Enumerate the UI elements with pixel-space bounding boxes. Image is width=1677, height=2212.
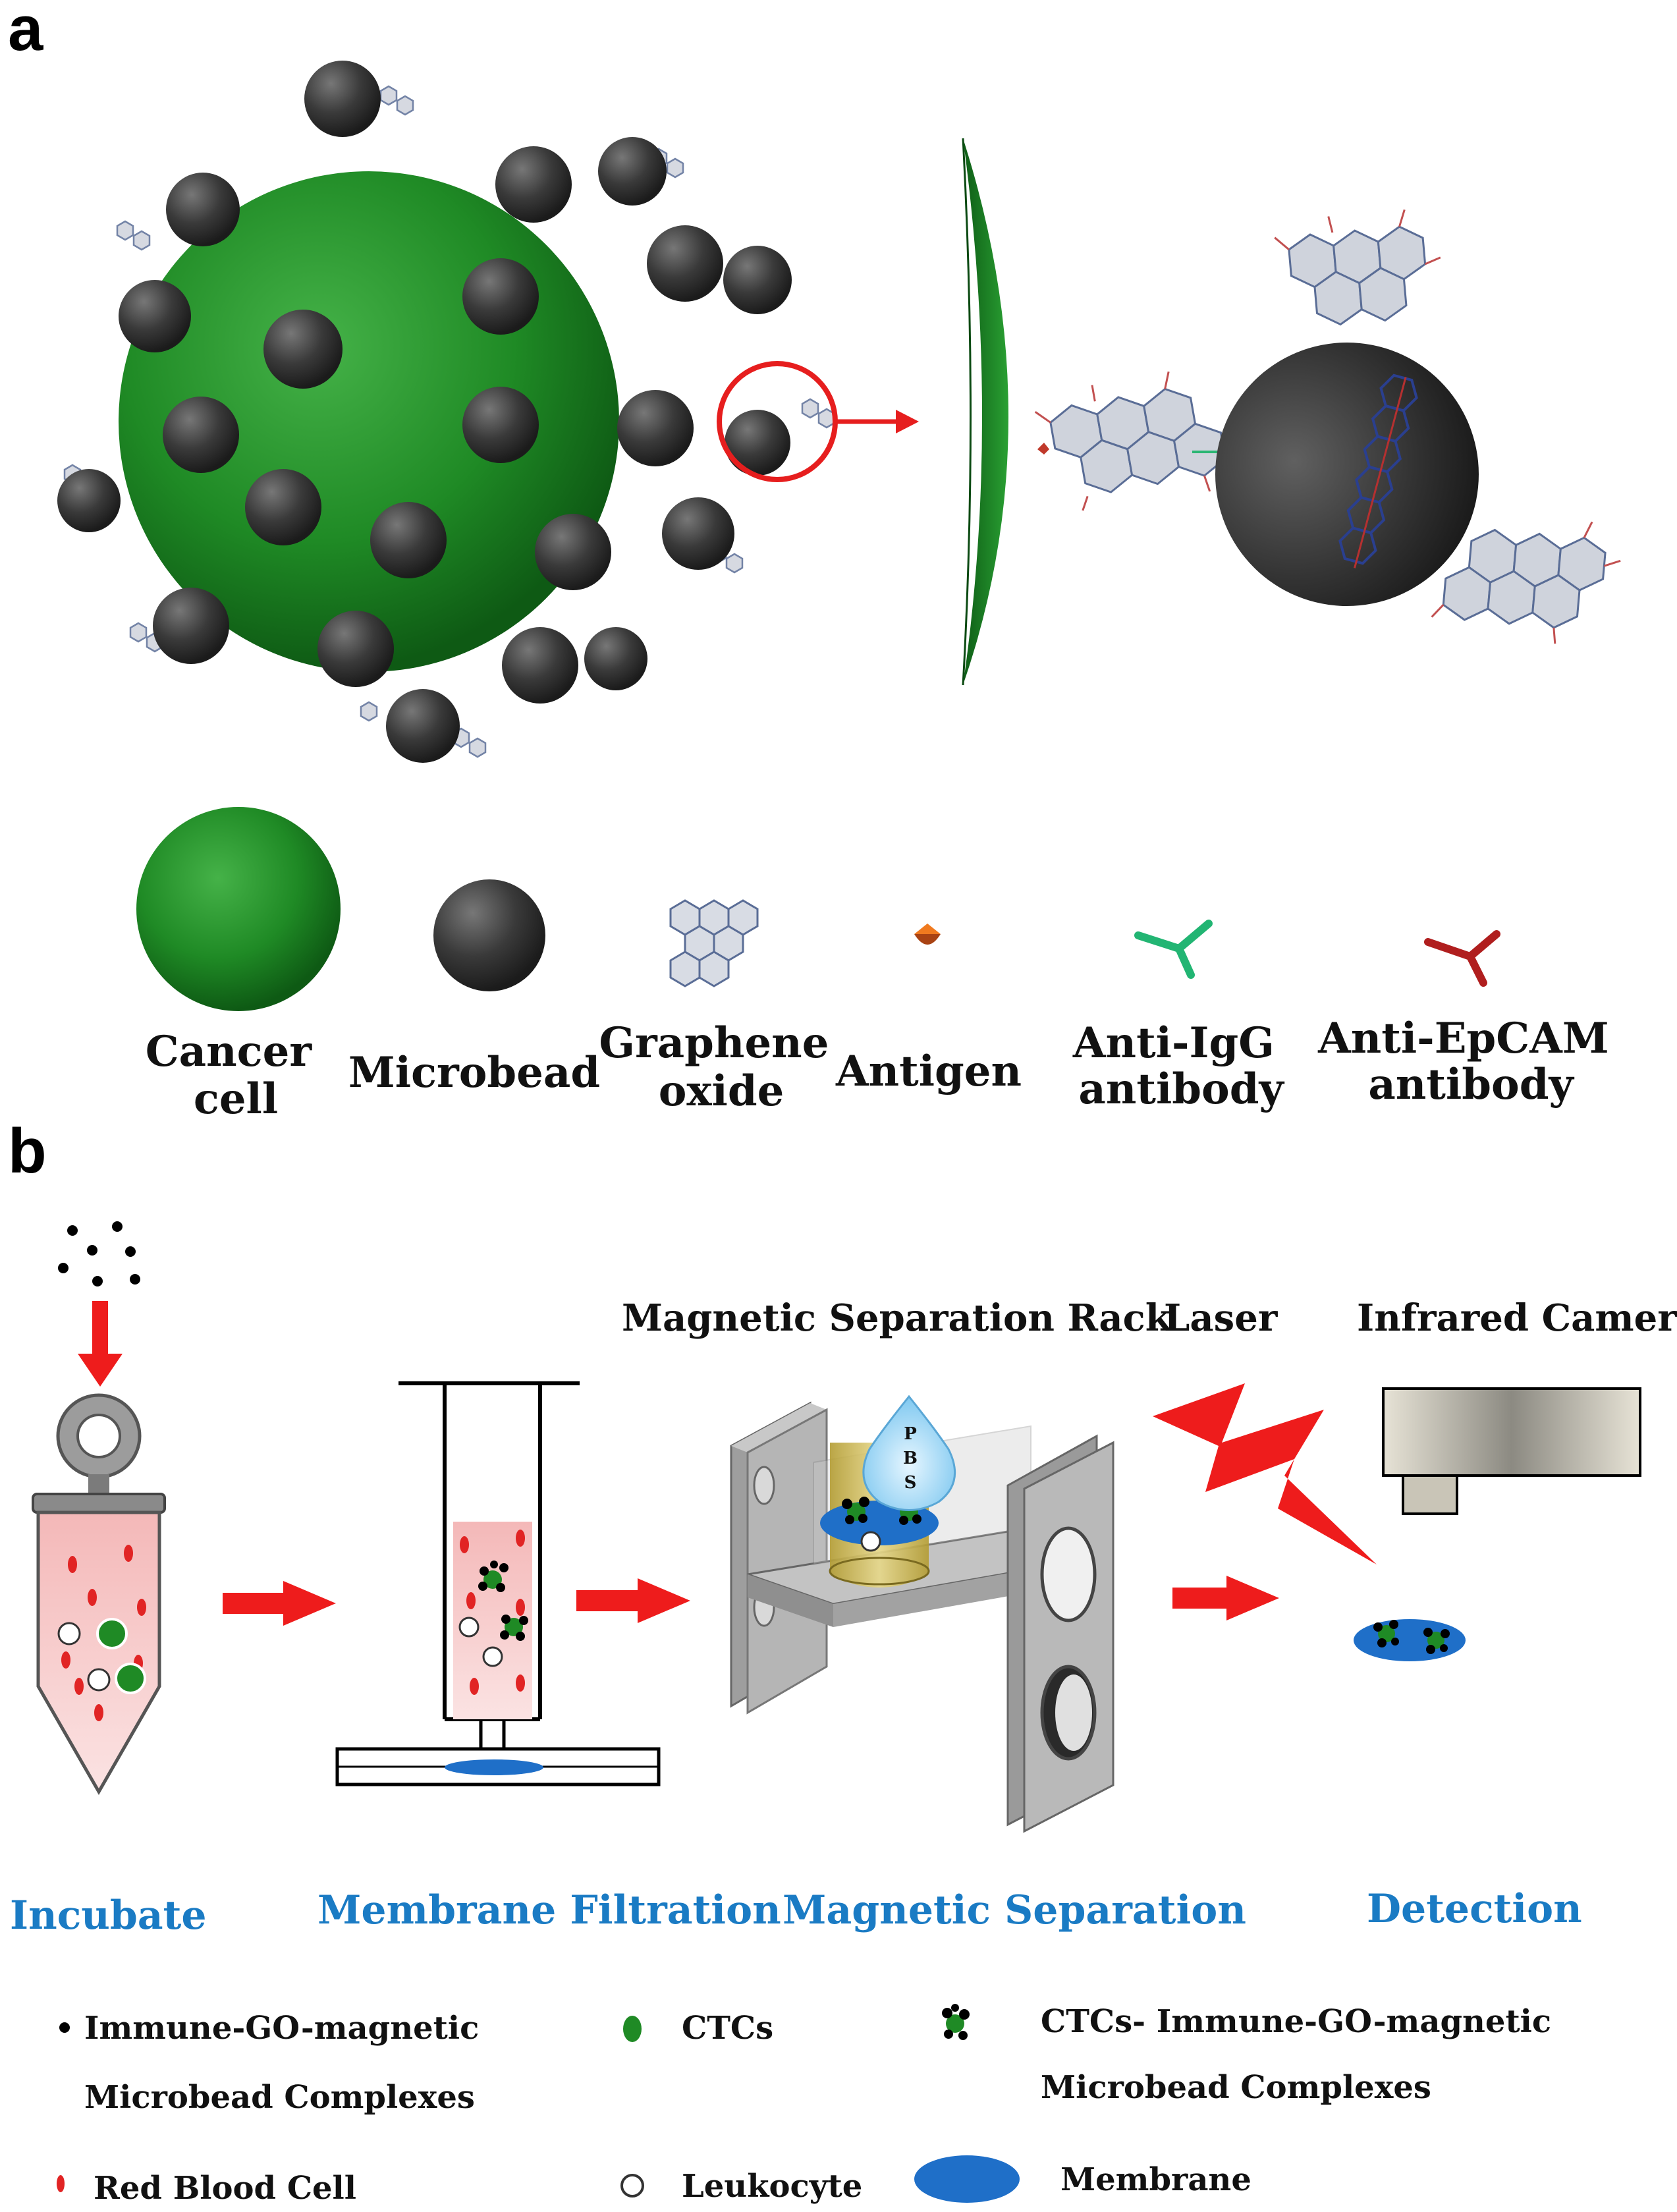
- key-ctc-complex-icon: [942, 2004, 970, 2040]
- key-membrane: Membrane: [1060, 2161, 1251, 2198]
- cell-membrane-section: [963, 138, 1008, 685]
- laser-label: Laser: [1164, 1296, 1278, 1340]
- graphene-oxide-top: [1274, 209, 1441, 326]
- filter-membrane: [445, 1759, 543, 1775]
- graphene-oxide-sheet-link: [1034, 371, 1240, 511]
- laser-bolt: [1153, 1383, 1377, 1564]
- anti-epcam-on-bead: [1338, 373, 1418, 568]
- key-ctc-icon: [623, 2016, 642, 2042]
- legend-label-graphene-oxide: Graphene oxide: [599, 1018, 843, 1116]
- cancer-cell-with-microbeads: [57, 61, 836, 763]
- legend-cancer-cell-icon: [136, 807, 341, 1011]
- step-magnetic-separation: Magnetic Separation: [783, 1887, 1246, 1933]
- legend-label-microbead: Microbead: [348, 1048, 600, 1097]
- legend-label-anti-igg: Anti-IgG antibody: [1072, 1018, 1289, 1114]
- complex-dots-falling: [58, 1221, 140, 1286]
- pbs-drop: P B S: [862, 1395, 956, 1511]
- legend-label-anti-epcam: Anti-EpCAM antibody: [1317, 1014, 1624, 1109]
- legend-label-cancer-cell: Cancer cell: [146, 1027, 327, 1124]
- pbs-letter-s: S: [904, 1473, 917, 1493]
- process-arrow-2: [576, 1578, 690, 1623]
- key-ctc-complexes: CTCs- Immune-GO-magnetic Microbead Compl…: [1041, 2003, 1562, 2106]
- step-membrane-filtration: Membrane Filtration: [317, 1887, 781, 1933]
- legend-microbead-icon: [433, 879, 545, 991]
- key-red-blood-cell: Red Blood Cell: [94, 2170, 356, 2207]
- key-immune-go-complexes: Immune-GO-magnetic Microbead Complexes: [84, 2010, 490, 2116]
- panel-b-letter: b: [8, 1116, 47, 1186]
- pbs-letter-p: P: [904, 1424, 917, 1444]
- legend-anti-epcam-icon: [1424, 930, 1500, 987]
- panel-a-letter: a: [8, 0, 43, 64]
- magnetic-separation-rack: [730, 1401, 1114, 1833]
- process-arrow-3: [1172, 1576, 1279, 1620]
- key-ctcs: CTCs: [682, 2010, 773, 2047]
- process-arrow-1: [223, 1581, 336, 1626]
- pbs-letter-b: B: [903, 1449, 918, 1468]
- microbead-enlarged: [1215, 343, 1479, 606]
- detection-membrane: [1354, 1619, 1466, 1661]
- incubate-down-arrow: [78, 1301, 123, 1387]
- rack-label: Magnetic Separation Rack: [622, 1296, 1172, 1340]
- legend-graphene-oxide-icon: [669, 899, 759, 987]
- incubation-tube: [32, 1393, 166, 1796]
- rack-ctc-complexes: [842, 1497, 923, 1552]
- step-detection: Detection: [1367, 1886, 1582, 1932]
- graphene-oxide-bottom: [1431, 521, 1621, 644]
- key-rbc-icon: [57, 2175, 65, 2192]
- filtration-syringe: [335, 1381, 661, 1786]
- step-incubate: Incubate: [10, 1893, 207, 1939]
- infrared-camera: [1382, 1387, 1641, 1515]
- infrared-camera-label: Infrared Camera: [1357, 1296, 1677, 1340]
- legend-anti-igg-icon: [1134, 920, 1213, 979]
- key-leukocyte: Leukocyte: [682, 2168, 862, 2205]
- syringe-ctc-complexes: [478, 1561, 528, 1641]
- zoom-arrow: [835, 410, 919, 433]
- key-complex-dot-icon: [59, 2022, 70, 2033]
- antigen-on-membrane: [1037, 443, 1049, 455]
- key-membrane-icon: [914, 2155, 1020, 2203]
- legend-label-antigen: Antigen: [835, 1047, 1022, 1096]
- key-leukocyte-icon: [620, 2174, 644, 2198]
- legend-antigen-icon: [914, 924, 941, 945]
- microbeads-on-cell: [57, 61, 792, 763]
